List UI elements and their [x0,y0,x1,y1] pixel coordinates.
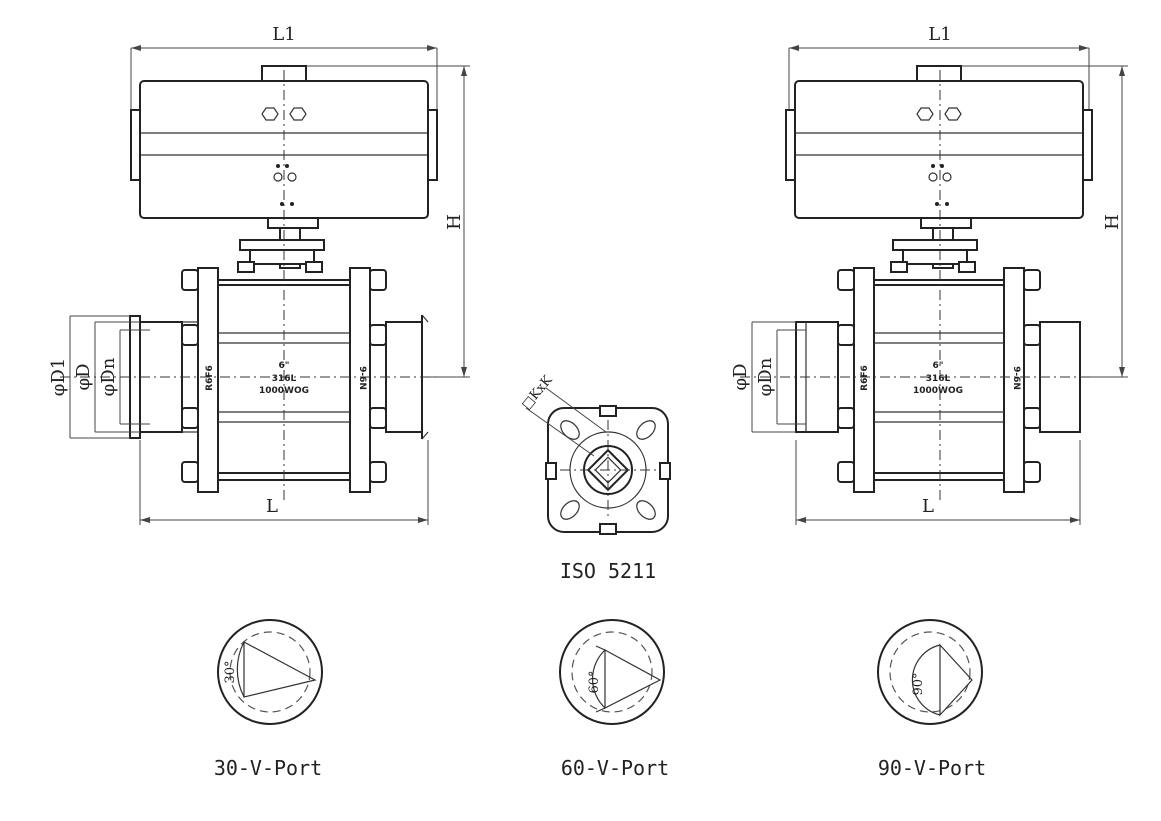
dim-Dn-label: φDn [98,357,119,396]
iso-5211-caption: ISO 5211 [560,559,656,583]
dim-H-label: H [1102,214,1123,230]
dim-D1-label: φD1 [48,358,69,397]
plate-size: 6" [933,361,944,371]
v-port-30-caption: 30-V-Port [214,756,322,780]
side-mark-right: 9-6N [357,366,367,390]
side-mark-left: R6F6 [860,365,870,391]
iso-5211-flange-view: □KxK ISO 5211 [519,373,671,583]
dim-Dn-label: φDn [755,357,776,396]
dim-KxK-label: □KxK [519,373,556,413]
dim-D-label: φD [73,363,94,390]
plate-size: 6" [279,361,290,371]
plate-pressure: 1000WOG [259,386,309,396]
v-port-60-angle: 60° [587,670,602,693]
v-port-30-angle: 30° [223,660,238,683]
side-mark-right: 9-6N [1011,366,1021,390]
v-port-30: 30° 30-V-Port [214,619,323,780]
v-port-90-angle: 90° [911,672,926,695]
left-valve-view: L1 H [48,24,470,525]
dim-L-label: L [266,496,278,517]
dim-D-label: φD [730,363,751,390]
dim-H-label: H [444,214,465,230]
v-port-60: 60° 60-V-Port [559,619,669,780]
v-port-90-caption: 90-V-Port [878,756,986,780]
plate-material: 316L [926,374,951,384]
plate-pressure: 1000WOG [913,386,963,396]
v-port-90: 90° 90-V-Port [877,619,986,780]
side-mark-left: R6F6 [205,365,215,391]
plate-material: 316L [272,374,297,384]
dim-L-label: L [922,496,934,517]
tie-rod-nuts-left [181,269,387,483]
dim-L1-label: L1 [272,24,295,45]
right-valve-view: L1 H [730,24,1128,525]
tie-rod-nuts-right [837,269,1041,483]
v-port-60-caption: 60-V-Port [561,756,669,780]
dim-L1-label: L1 [928,24,951,45]
